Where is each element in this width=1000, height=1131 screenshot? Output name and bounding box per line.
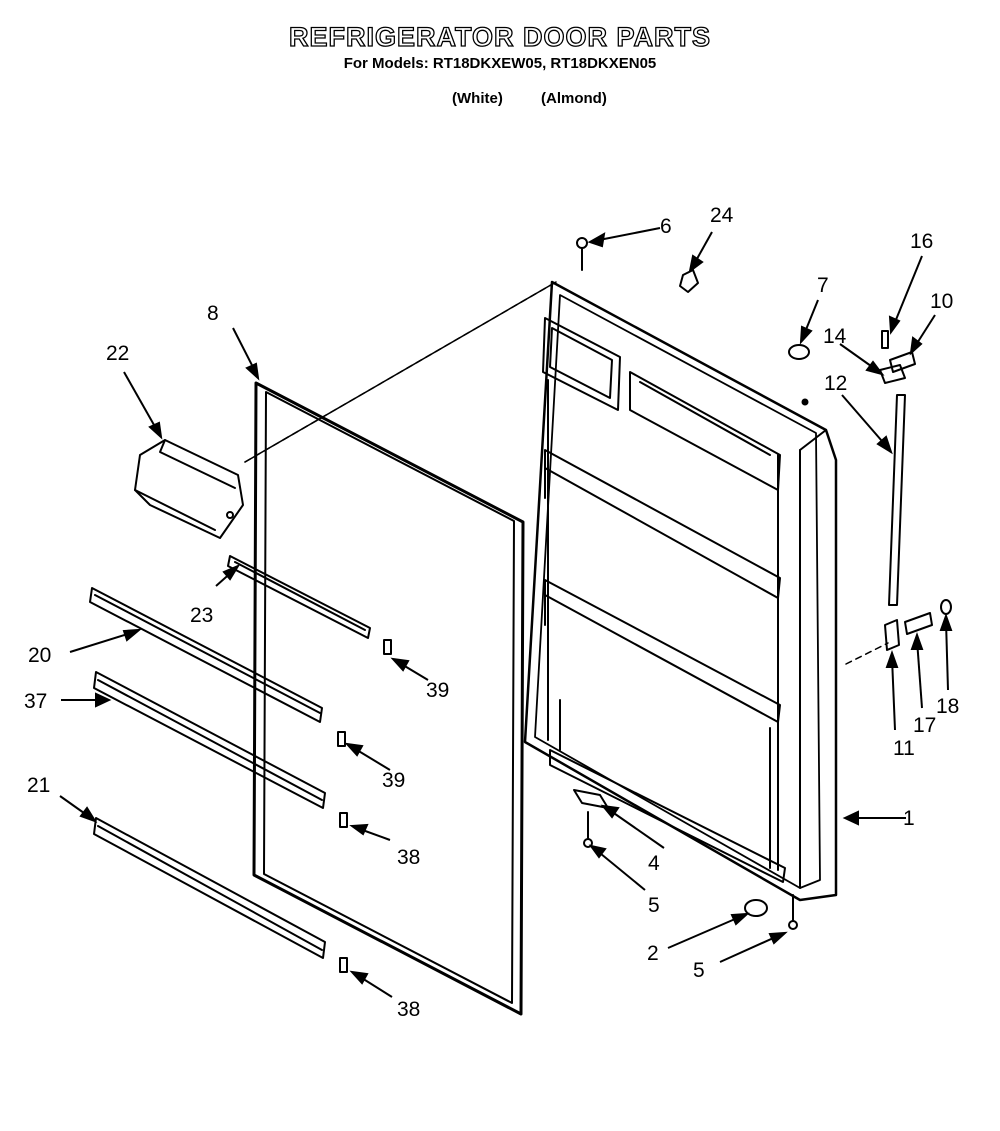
door-gasket-part-8: [252, 381, 525, 1016]
callout-17: 17: [913, 714, 936, 737]
callout-12: 12: [824, 372, 847, 395]
callout-18: 18: [936, 695, 959, 718]
callout-8: 8: [207, 302, 219, 325]
shelf-bar-part-23: [227, 555, 371, 639]
color-white-label: (White): [452, 90, 503, 107]
callout-20: 20: [28, 644, 51, 667]
door-liner-part-1: [523, 280, 838, 902]
leader-line-part-22: [244, 281, 557, 463]
end-cap-part-38a: [339, 812, 348, 828]
page-title: REFRIGERATOR DOOR PARTS: [288, 21, 711, 52]
model-numbers: For Models: RT18DKXEW05, RT18DKXEN05: [343, 55, 657, 72]
callout-4: 4: [648, 852, 660, 875]
dairy-door-part-22: [134, 439, 244, 539]
callout-6: 6: [660, 215, 672, 238]
callout-21: 21: [27, 774, 50, 797]
button-plug-part-7: [788, 344, 810, 360]
bushing-part-2: [744, 899, 768, 917]
end-cap-part-39a: [383, 639, 392, 655]
end-cap-part-39b: [337, 731, 346, 747]
callout-38a: 38: [397, 846, 420, 869]
callout-39a: 39: [426, 679, 449, 702]
callout-5b: 5: [693, 959, 705, 982]
screw-part-5a: [583, 811, 593, 848]
callout-39b: 39: [382, 769, 405, 792]
shelf-bar-part-20: [89, 587, 323, 723]
callout-7: 7: [817, 274, 829, 297]
shelf-bar-part-21: [93, 817, 326, 959]
callout-5a: 5: [648, 894, 660, 917]
callout-11: 11: [893, 737, 915, 760]
plug-part-24: [679, 269, 699, 293]
callout-1: 1: [903, 807, 915, 830]
leader-arrows: [59, 227, 953, 998]
callout-37: 37: [24, 690, 47, 713]
callout-23: 23: [190, 604, 213, 627]
callout-2: 2: [647, 942, 659, 965]
callout-24: 24: [710, 204, 734, 227]
callout-16: 16: [910, 230, 933, 253]
screw-part-6: [576, 237, 588, 271]
shelf-bar-part-37: [93, 671, 326, 809]
end-cap-part-38b: [339, 957, 348, 973]
screw-part-5b: [788, 894, 798, 930]
callout-38b: 38: [397, 998, 420, 1021]
callout-10: 10: [930, 290, 953, 313]
callout-22: 22: [106, 342, 129, 365]
callout-14: 14: [823, 325, 847, 348]
color-almond-label: (Almond): [541, 90, 607, 107]
upper-hinge-assembly: [879, 330, 916, 606]
